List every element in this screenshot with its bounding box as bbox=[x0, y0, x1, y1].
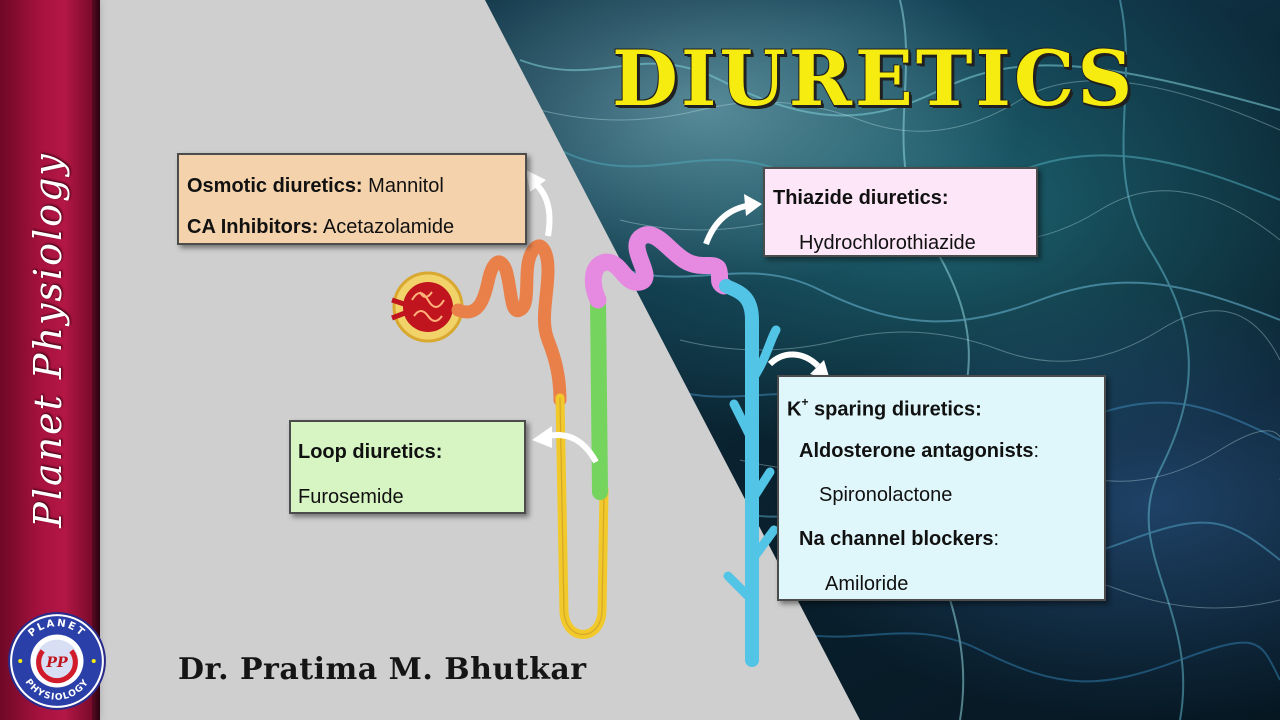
author-name: Dr. Pratima M. Bhutkar bbox=[178, 652, 587, 687]
loop-diuretics-box: Loop diuretics: Furosemide bbox=[289, 420, 526, 514]
na-channel-colon: : bbox=[993, 528, 1000, 550]
aldosterone-line: Aldosterone antagonists: bbox=[799, 440, 1039, 463]
spironolactone-drug: Spironolactone bbox=[819, 484, 953, 506]
svg-text:PP: PP bbox=[45, 655, 69, 671]
thiazide-heading: Thiazide diuretics: bbox=[773, 187, 949, 209]
ca-inhibitor-drug: Acetazolamide bbox=[318, 216, 455, 238]
planet-physiology-logo: PP PLANET PHYSIOLOGY bbox=[6, 610, 108, 712]
amiloride-drug: Amiloride bbox=[825, 573, 909, 595]
k-sparing-diuretics-box: K+ sparing diuretics: Aldosterone antago… bbox=[777, 375, 1106, 601]
k-symbol: K bbox=[787, 398, 802, 421]
loop-drug: Furosemide bbox=[298, 486, 404, 508]
k-sparing-heading-text: sparing diuretics: bbox=[808, 398, 982, 421]
na-channel-line: Na channel blockers: bbox=[799, 528, 999, 551]
brand-name: Planet Physiology bbox=[26, 152, 70, 528]
osmotic-line: Osmotic diuretics: Mannitol bbox=[187, 175, 444, 198]
sidebar-brand-strip: Planet Physiology bbox=[0, 0, 100, 720]
page-title: DIURETICS bbox=[612, 34, 1136, 123]
k-plus-sup: + bbox=[801, 395, 809, 409]
loop-heading: Loop diuretics: bbox=[298, 441, 443, 463]
thiazide-drug: Hydrochlorothiazide bbox=[799, 232, 976, 254]
osmotic-heading: Osmotic diuretics: bbox=[187, 175, 363, 197]
logo-emblem: PP PLANET PHYSIOLOGY bbox=[8, 612, 106, 710]
osmotic-diuretics-box: Osmotic diuretics: Mannitol CA Inhibitor… bbox=[177, 153, 527, 245]
osmotic-drug: Mannitol bbox=[362, 175, 444, 197]
na-channel-heading: Na channel blockers bbox=[799, 528, 994, 550]
ca-inhibitor-heading: CA Inhibitors: bbox=[187, 216, 319, 238]
ca-inhibitor-line: CA Inhibitors: Acetazolamide bbox=[187, 216, 454, 239]
thiazide-diuretics-box: Thiazide diuretics: Hydrochlorothiazide bbox=[763, 167, 1038, 257]
aldosterone-colon: : bbox=[1033, 440, 1040, 462]
k-sparing-heading: K+ sparing diuretics: bbox=[787, 395, 982, 422]
aldosterone-heading: Aldosterone antagonists bbox=[799, 440, 1034, 462]
